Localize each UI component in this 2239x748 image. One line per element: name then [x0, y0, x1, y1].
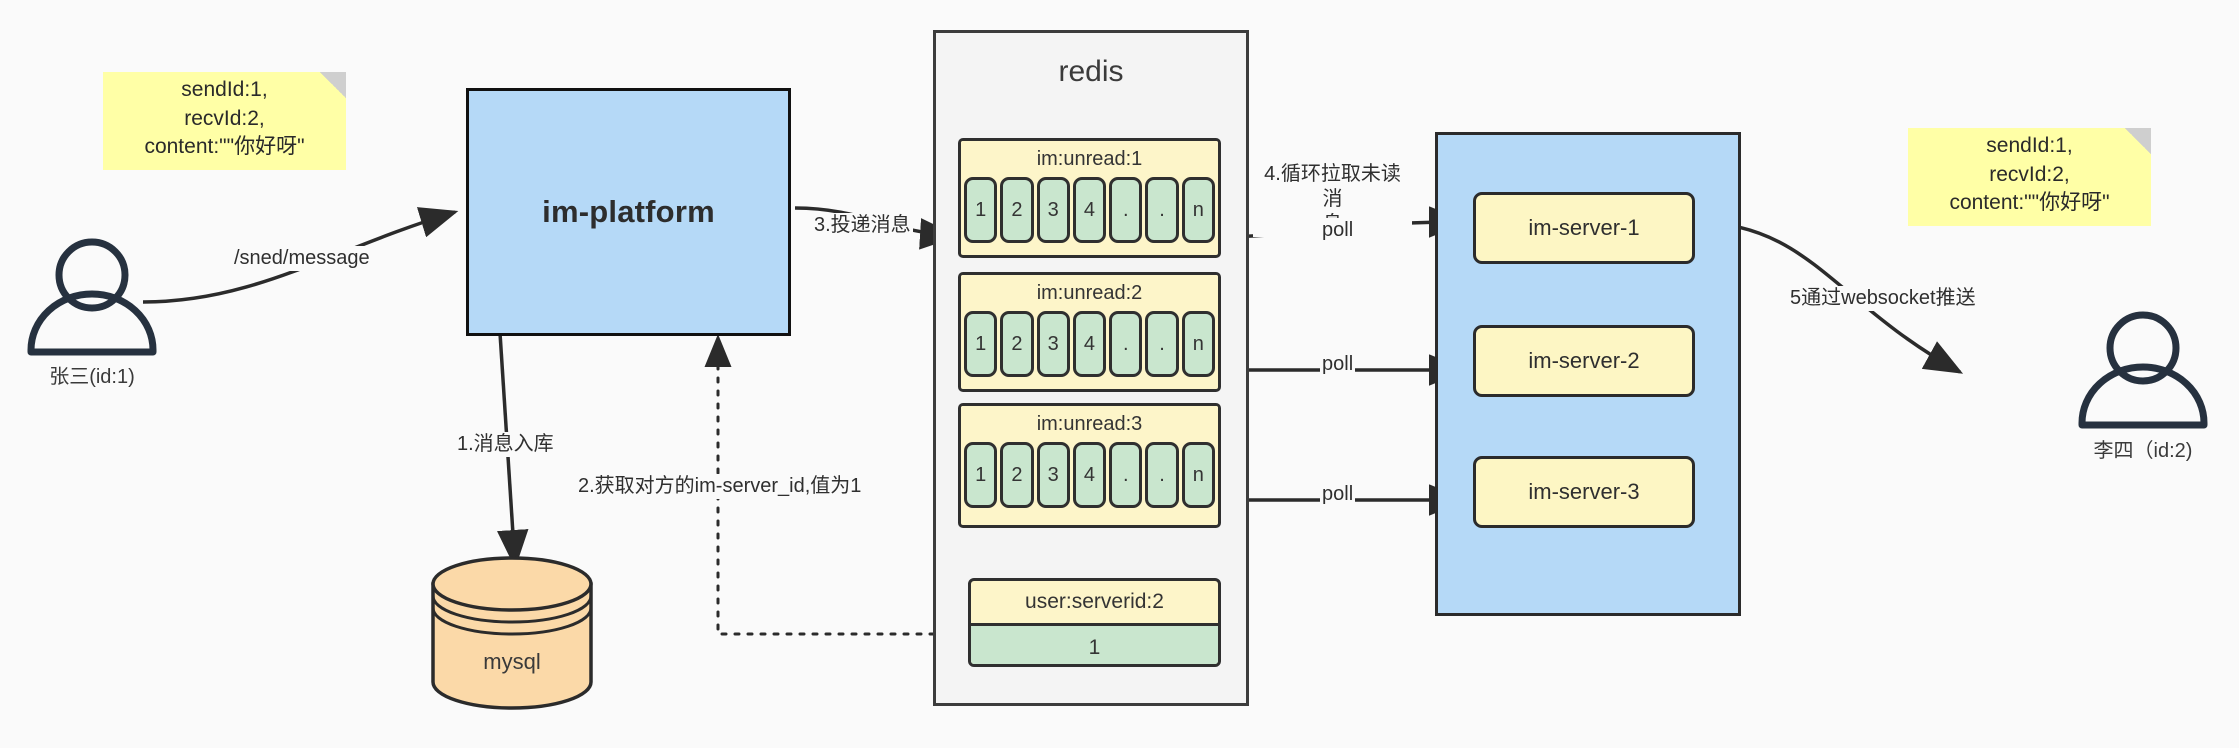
- redis-list-cells-3: 1 2 3 4 . . n: [961, 442, 1218, 512]
- redis-list-cells-1: 1 2 3 4 . . n: [961, 177, 1218, 247]
- receiver-actor-caption: 李四（id:2): [2093, 440, 2193, 462]
- redis-list-key-2: im:unread:2: [961, 275, 1218, 311]
- redis-cell: 4: [1072, 442, 1107, 508]
- note-left-message-payload: sendId:1, recvId:2, content:""你好呀": [103, 72, 346, 170]
- redis-cell: .: [1145, 311, 1179, 377]
- redis-kv-key: user:serverid:2: [1025, 590, 1164, 613]
- redis-cell: 4: [1072, 177, 1107, 243]
- redis-cell: .: [1145, 177, 1179, 243]
- redis-cell: 1: [964, 311, 998, 377]
- redis-cell: 1: [964, 442, 998, 508]
- node-im-platform-label: im-platform: [542, 194, 715, 229]
- redis-list-im-unread-3[interactable]: im:unread:3 1 2 3 4 . . n: [958, 403, 1221, 528]
- redis-cell: .: [1109, 442, 1143, 508]
- note-left-text: sendId:1, recvId:2, content:""你好呀": [144, 77, 305, 159]
- redis-list-im-unread-2[interactable]: im:unread:2 1 2 3 4 . . n: [958, 272, 1221, 392]
- redis-cell: 4: [1072, 311, 1107, 377]
- node-redis-container: redis im:unread:1 1 2 3 4 . . n im:unrea…: [933, 30, 1249, 706]
- redis-cell: 1: [964, 177, 998, 243]
- redis-cell: 3: [1036, 442, 1070, 508]
- edge-label-step3: 3.投递消息: [812, 213, 913, 238]
- redis-cell: 2: [1000, 177, 1034, 243]
- node-im-server-2[interactable]: im-server-2: [1473, 325, 1695, 397]
- edge-label-step5: 5通过websocket推送: [1788, 286, 1978, 311]
- edge-label-step2: 2.获取对方的im-server_id,值为1: [576, 474, 864, 499]
- mysql-cylinder-icon: [431, 556, 593, 710]
- note-fold-icon: [2125, 128, 2151, 154]
- sender-actor-caption: 张三(id:1): [49, 366, 135, 388]
- node-im-platform[interactable]: im-platform: [466, 88, 791, 336]
- node-mysql-label: mysql: [433, 645, 591, 679]
- redis-cell: .: [1145, 442, 1179, 508]
- redis-cell: 3: [1036, 177, 1070, 243]
- node-im-server-3[interactable]: im-server-3: [1473, 456, 1695, 528]
- edge-label-poll3: poll: [1320, 482, 1356, 507]
- redis-list-cells-2: 1 2 3 4 . . n: [961, 311, 1218, 381]
- note-right-message-payload: sendId:1, recvId:2, content:""你好呀": [1908, 128, 2151, 226]
- node-im-server-1[interactable]: im-server-1: [1473, 192, 1695, 264]
- redis-cell: n: [1181, 311, 1215, 377]
- receiver-actor-icon: [2078, 311, 2208, 429]
- sender-actor-icon: [27, 238, 157, 356]
- redis-list-key-1: im:unread:1: [961, 141, 1218, 177]
- redis-cell: .: [1109, 177, 1143, 243]
- node-im-server-3-label: im-server-3: [1528, 479, 1640, 504]
- edge-label-poll1: poll: [1320, 218, 1356, 243]
- mysql-text: mysql: [483, 649, 541, 674]
- redis-cell: .: [1109, 311, 1143, 377]
- node-im-server-1-label: im-server-1: [1528, 215, 1640, 240]
- redis-list-im-unread-1[interactable]: im:unread:1 1 2 3 4 . . n: [958, 138, 1221, 258]
- node-redis-title: redis: [1058, 55, 1124, 88]
- redis-cell: n: [1181, 177, 1215, 243]
- note-fold-icon: [320, 72, 346, 98]
- note-right-text: sendId:1, recvId:2, content:""你好呀": [1949, 133, 2110, 215]
- node-im-server-group: im-server-1 im-server-2 im-server-3: [1435, 132, 1741, 616]
- edge-label-poll2: poll: [1320, 352, 1356, 377]
- redis-cell: n: [1181, 442, 1215, 508]
- edge-label-send-message: /sned/message: [232, 246, 372, 271]
- node-im-server-2-label: im-server-2: [1528, 348, 1640, 373]
- redis-cell: 2: [1000, 442, 1034, 508]
- edge-label-step1: 1.消息入库: [455, 432, 556, 457]
- redis-kv-value: 1: [971, 623, 1218, 664]
- redis-cell: 3: [1036, 311, 1070, 377]
- redis-kv-user-serverid[interactable]: user:serverid:2 1: [968, 578, 1221, 667]
- redis-list-key-3: im:unread:3: [961, 406, 1218, 442]
- redis-cell: 2: [1000, 311, 1034, 377]
